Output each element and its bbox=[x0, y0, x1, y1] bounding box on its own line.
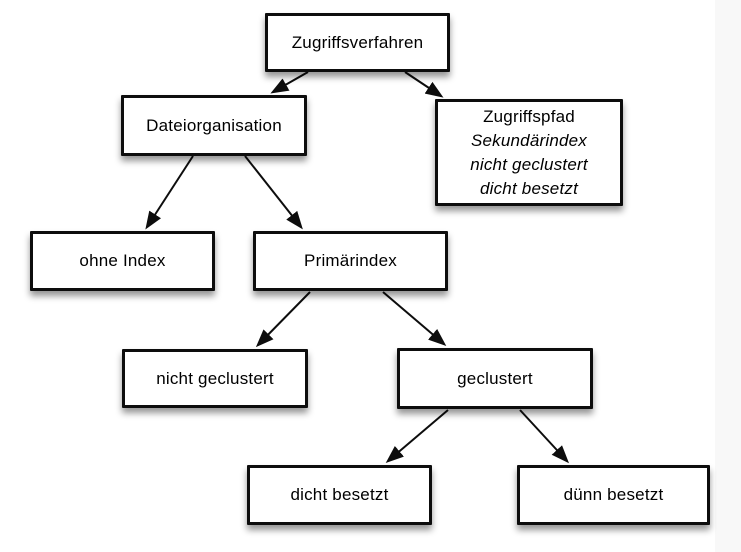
node-zugriffspfad-line-3: nicht geclustert bbox=[470, 154, 588, 174]
edge-geclustert-dicht-besetzt bbox=[385, 409, 449, 463]
node-zugriffsverfahren-label: Zugriffsverfahren bbox=[291, 32, 424, 52]
node-geclustert-label: geclustert bbox=[457, 368, 533, 388]
node-zugriffspfad-line-4: dicht besetzt bbox=[479, 178, 579, 198]
node-dateiorganisation-label: Dateiorganisation bbox=[146, 115, 282, 135]
edge-primaerindex-geclustert bbox=[382, 291, 447, 346]
edge-primaerindex-nicht-geclustert bbox=[255, 291, 311, 348]
right-margin-band bbox=[715, 0, 741, 552]
node-dicht-besetzt-label: dicht besetzt bbox=[290, 485, 389, 504]
node-zugriffspfad-line-2: Sekundärindex bbox=[470, 130, 587, 150]
edge-dateiorganisation-ohne-index bbox=[145, 155, 194, 230]
node-zugriffsverfahren: Zugriffsverfahren bbox=[265, 13, 450, 72]
node-primaerindex: Primärindex bbox=[253, 231, 448, 291]
node-dateiorganisation: Dateiorganisation bbox=[121, 95, 307, 156]
node-ohne-index-label: ohne Index bbox=[79, 251, 166, 270]
node-primaerindex-label: Primärindex bbox=[304, 251, 397, 270]
node-duenn-besetzt: dünn besetzt bbox=[517, 465, 710, 525]
edge-dateiorganisation-primaerindex bbox=[244, 155, 303, 230]
edge-geclustert-duenn-besetzt bbox=[519, 409, 570, 464]
node-duenn-besetzt-label: dünn besetzt bbox=[563, 485, 664, 504]
node-ohne-index: ohne Index bbox=[30, 231, 215, 291]
node-dicht-besetzt: dicht besetzt bbox=[247, 465, 432, 525]
node-zugriffspfad: Zugriffspfad Sekundärindex nicht geclust… bbox=[435, 99, 623, 206]
node-nicht-geclustert-label: nicht geclustert bbox=[156, 368, 274, 388]
edge-zugriffsverfahren-dateiorganisation bbox=[270, 71, 309, 94]
edge-zugriffsverfahren-zugriffspfad bbox=[404, 71, 444, 98]
node-zugriffspfad-line-1: Zugriffspfad bbox=[483, 106, 575, 126]
node-geclustert: geclustert bbox=[397, 348, 593, 409]
node-nicht-geclustert: nicht geclustert bbox=[122, 349, 308, 408]
